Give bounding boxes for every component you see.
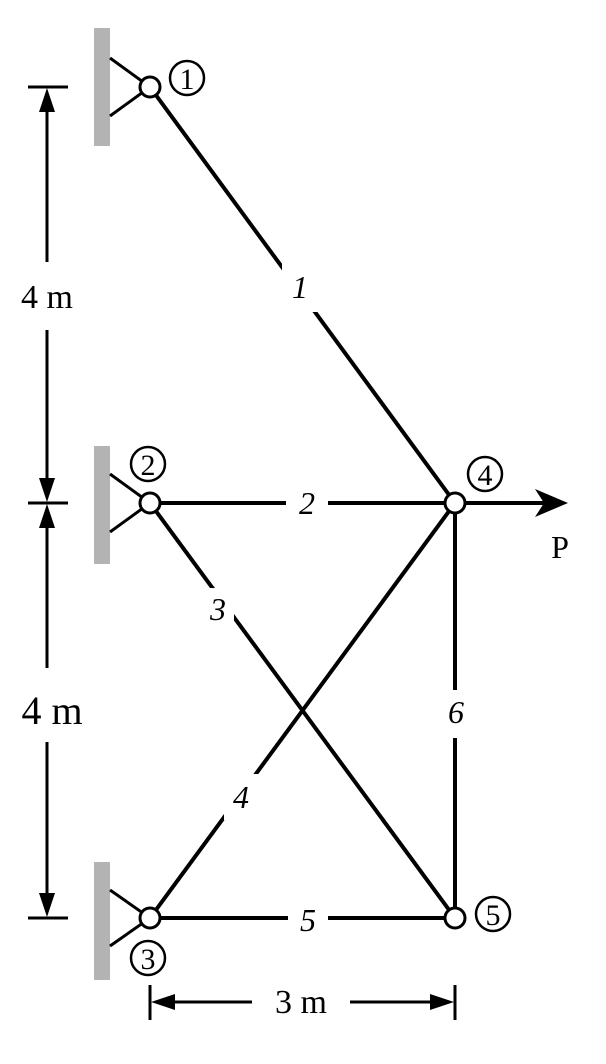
- dim-arrow-upper-top: [39, 88, 55, 112]
- member-label-6: 6: [448, 694, 464, 730]
- dim-label-lower: 4 m: [21, 688, 82, 733]
- node-label-1: 1: [180, 63, 195, 96]
- node-4: [443, 491, 467, 515]
- node-label-5: 5: [486, 899, 501, 932]
- dim-arrow-lower-bottom: [39, 893, 55, 917]
- member-label-2: 2: [299, 485, 315, 521]
- node-label-ring-4: [466, 455, 504, 493]
- node-label-3: 3: [141, 943, 156, 976]
- member-label-4: 4: [233, 779, 249, 815]
- node-2: [138, 491, 162, 515]
- dim-arrow-upper-bottom: [39, 478, 55, 502]
- node-label-ring-2: [129, 445, 167, 483]
- node-label-ring-3: [129, 939, 167, 977]
- dim-label-upper: 4 m: [21, 279, 73, 316]
- member-label-3: 3: [209, 591, 226, 627]
- dim-label-width: 3 m: [275, 984, 327, 1021]
- wall-support-2: [94, 446, 110, 564]
- member-label-5: 5: [300, 902, 316, 938]
- wall-support-1: [94, 28, 110, 146]
- node-label-ring-5: [474, 895, 512, 933]
- member-label-1: 1: [292, 269, 308, 305]
- node-label-ring-1: [168, 59, 206, 97]
- node-label-4: 4: [478, 459, 493, 492]
- node-3: [138, 906, 162, 930]
- dim-arrow-width-right: [430, 994, 454, 1010]
- dim-arrow-width-left: [151, 994, 175, 1010]
- load-arrowhead: [535, 489, 568, 517]
- wall-support-3: [94, 862, 110, 980]
- dim-arrow-lower-top: [39, 504, 55, 528]
- node-1: [138, 75, 162, 99]
- node-5: [443, 906, 467, 930]
- load-label: P: [551, 529, 569, 565]
- node-label-2: 2: [141, 449, 156, 482]
- member-4: [148, 501, 457, 920]
